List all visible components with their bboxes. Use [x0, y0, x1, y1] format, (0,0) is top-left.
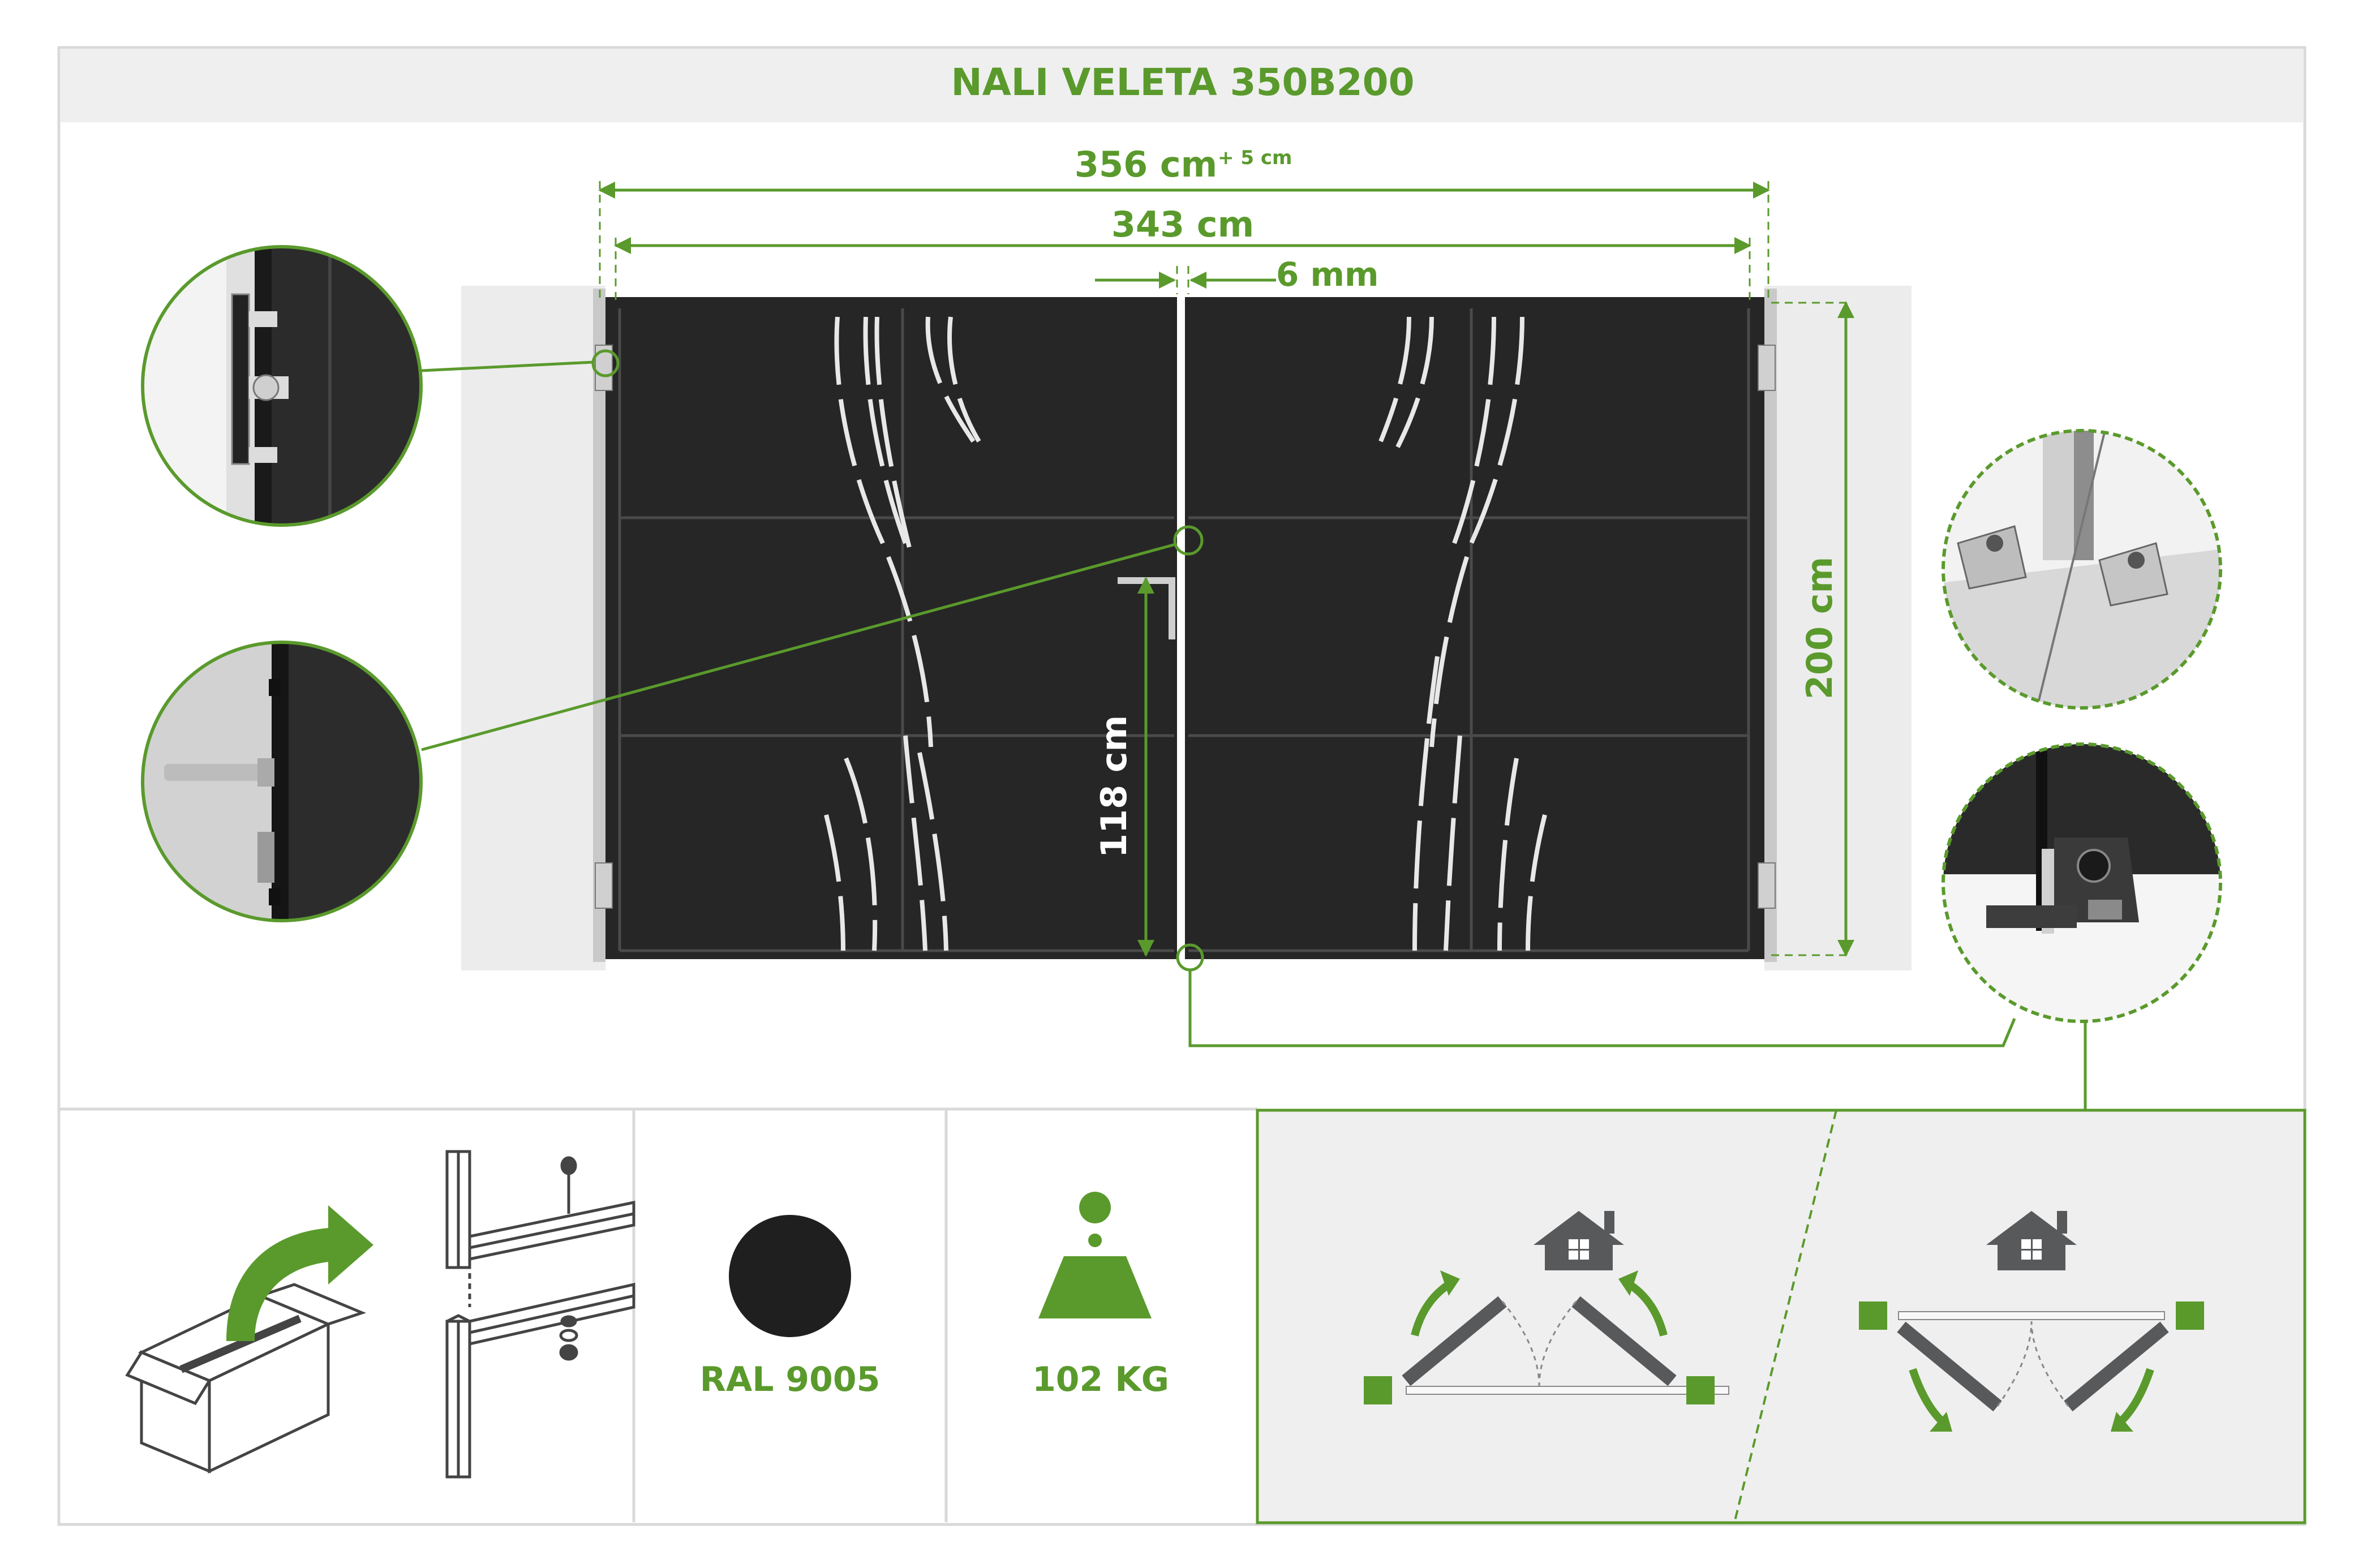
- left-wall: [461, 286, 605, 970]
- weight-icon: [1038, 1192, 1152, 1318]
- weight-label: 102 KG: [1032, 1360, 1169, 1399]
- house-icon: [1986, 1211, 2077, 1270]
- title-bar: [60, 49, 2304, 122]
- overall-width-tolerance: + 5 cm: [1218, 147, 1292, 169]
- drop-bolt-detail-icon: [1942, 742, 2222, 1023]
- gate-illustration: [421, 286, 2087, 1109]
- opening-direction-panel: [1256, 1109, 2307, 1524]
- box-arrow-icon: [125, 1205, 373, 1474]
- height-label: 200 cm: [1799, 557, 1840, 699]
- right-post: [1764, 289, 1777, 962]
- assembly-icon: [445, 1150, 635, 1479]
- anchor-plate-detail-icon: [1942, 429, 2222, 710]
- color-swatch-icon: [729, 1215, 851, 1337]
- left-leaf: [605, 297, 1177, 959]
- dimension-lines: [598, 181, 1854, 957]
- gap-label: 6 mm: [1276, 255, 1378, 294]
- page-title: NALI VELETA 350B200: [951, 61, 1414, 104]
- overall-width-label: 356 cm: [1075, 144, 1217, 185]
- color-code-label: RAL 9005: [700, 1360, 881, 1399]
- handle-height-label: 118 cm: [1093, 715, 1135, 858]
- opening-outward: [1859, 1211, 2204, 1432]
- gate-width-label: 343 cm: [1111, 204, 1254, 245]
- handle-detail-icon: [141, 641, 423, 922]
- house-icon: [1534, 1211, 1624, 1270]
- right-leaf: [1185, 297, 1764, 959]
- opening-inward: [1364, 1211, 1729, 1404]
- left-post: [593, 289, 605, 962]
